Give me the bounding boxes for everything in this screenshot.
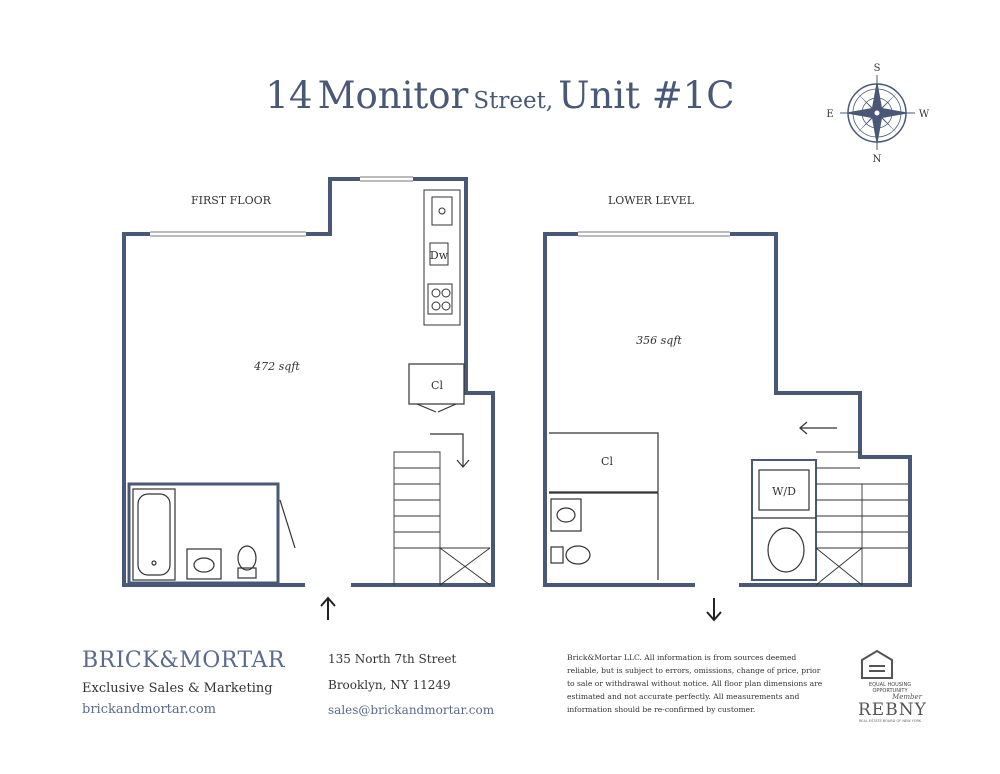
kitchen-counter xyxy=(423,189,461,326)
brand-tagline: Exclusive Sales & Marketing xyxy=(82,681,273,696)
compass-west-label: W xyxy=(919,109,930,120)
entry-arrow-icon xyxy=(320,596,336,620)
stair-direction-arrow-icon xyxy=(430,433,470,468)
lower-level-closet-label: Cl xyxy=(601,455,613,468)
compass-north-label: N xyxy=(873,154,882,165)
rebny-wordmark: REBNY xyxy=(858,700,927,720)
first-floor-walls xyxy=(122,177,495,587)
equal-housing-text: EQUAL HOUSING OPPORTUNITY xyxy=(868,682,912,694)
first-floor-stairs xyxy=(393,451,491,586)
compass-east-label: E xyxy=(826,109,833,120)
brand-logo: BRICK&MORTAR xyxy=(82,648,285,673)
title-street-word: Street, xyxy=(473,88,554,114)
laundry-area xyxy=(751,459,817,581)
address-line-2: Brooklyn, NY 11249 xyxy=(328,678,451,692)
equal-housing-label: EQUAL HOUSING OPPORTUNITY xyxy=(860,682,920,694)
rebny-member-label: Member xyxy=(892,693,922,701)
lower-level-walls xyxy=(543,232,912,587)
lower-level-closet xyxy=(549,432,659,493)
title-unit: Unit #1C xyxy=(558,74,735,117)
first-floor-bathroom xyxy=(127,482,296,585)
washer-dryer-label: W/D xyxy=(772,485,796,498)
lower-level-windows xyxy=(578,231,730,237)
dishwasher-label: Dw xyxy=(430,249,449,262)
exit-arrow-icon xyxy=(706,598,722,622)
lower-level-stairs xyxy=(815,451,908,586)
rebny-subtitle: REAL ESTATE BOARD OF NEW YORK xyxy=(858,719,922,723)
compass-rose-icon xyxy=(840,75,915,150)
lower-level-bathroom xyxy=(549,492,659,580)
brand-website-link[interactable]: brickandmortar.com xyxy=(82,702,216,717)
first-floor-windows xyxy=(150,176,413,237)
first-floor-label: FIRST FLOOR xyxy=(191,194,272,207)
rebny-logo: Member REBNY REAL ESTATE BOARD OF NEW YO… xyxy=(858,693,927,723)
email-link[interactable]: sales@brickandmortar.com xyxy=(328,703,495,717)
lower-level-label: LOWER LEVEL xyxy=(608,194,695,207)
compass-south-label: S xyxy=(874,63,881,74)
legal-disclaimer: Brick&Mortar LLC. All information is fro… xyxy=(567,653,823,714)
page-title: 14 Monitor Street, Unit #1C xyxy=(0,74,1000,117)
title-street-name: Monitor xyxy=(317,74,469,117)
address-line-1: 135 North 7th Street xyxy=(328,652,457,666)
direction-arrow-icon xyxy=(799,421,837,435)
first-floor-area: 472 sqft xyxy=(253,360,300,373)
title-number: 14 xyxy=(265,74,313,117)
lower-level-area: 356 sqft xyxy=(636,334,682,347)
equal-housing-icon xyxy=(861,649,893,679)
first-floor-closet xyxy=(408,363,465,413)
first-floor-closet-label: Cl xyxy=(431,379,443,392)
